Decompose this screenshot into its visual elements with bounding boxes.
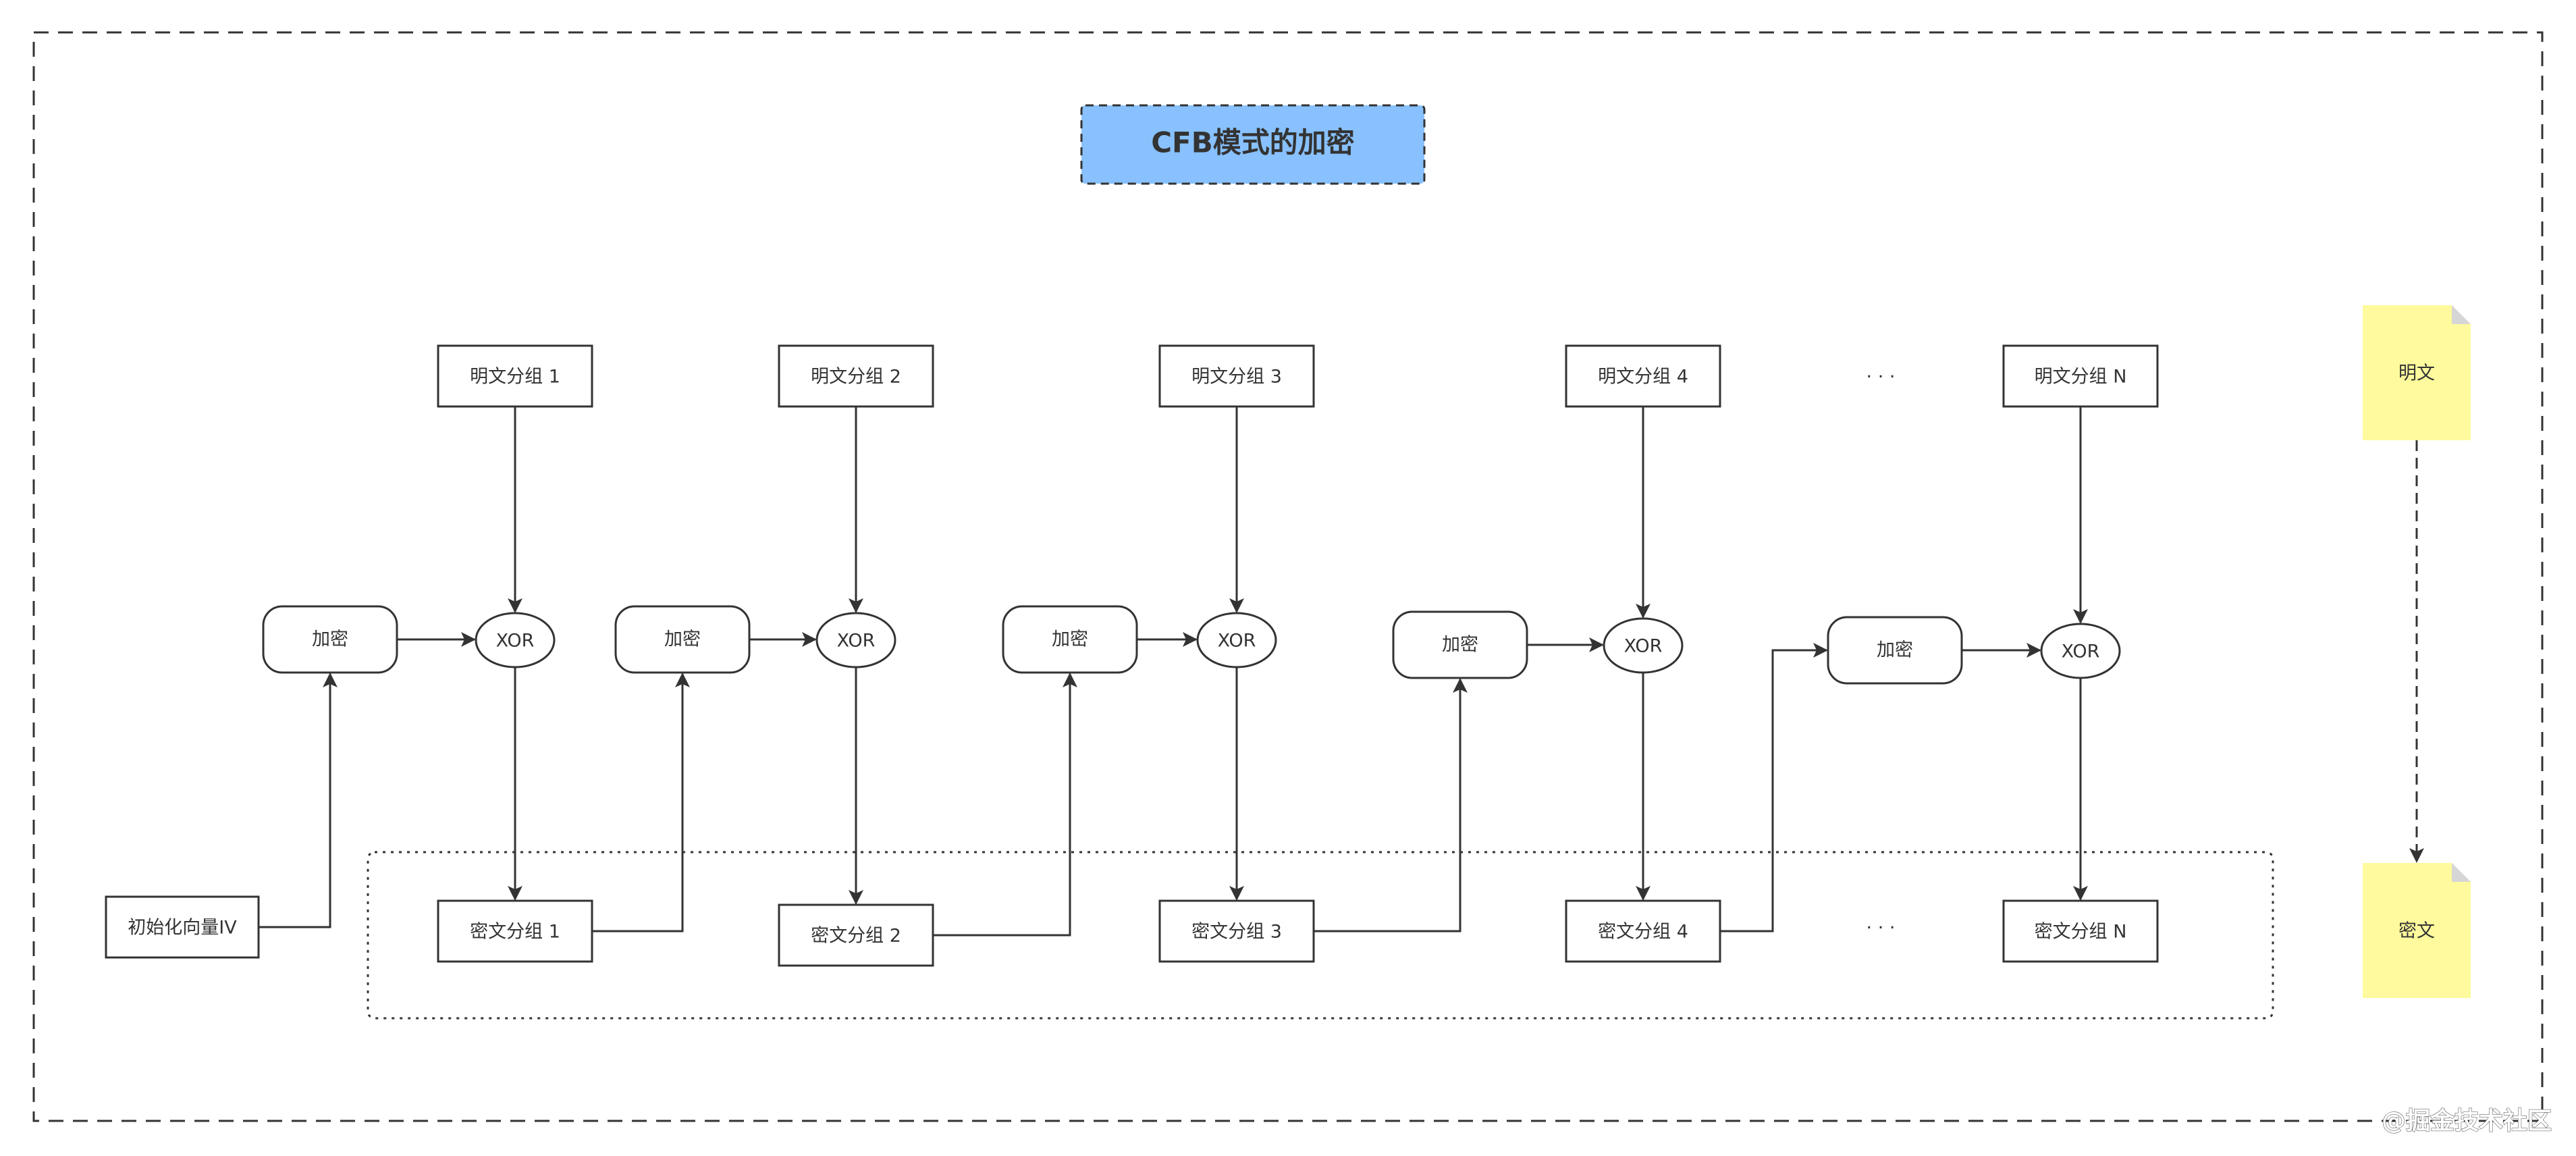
watermark: @掘金技术社区	[2382, 1107, 2552, 1135]
encrypt-label: 加密	[312, 629, 348, 650]
iv-block: 初始化向量IV	[105, 895, 260, 959]
plaintext-block-label: 明文分组 3	[1191, 367, 1282, 388]
ciphertext-block: 密文分组 4	[1565, 899, 1721, 963]
ciphertext-region	[367, 851, 2274, 1020]
ciphertext-block-label: 密文分组 1	[470, 922, 560, 943]
plaintext-block: 明文分组 4	[1565, 344, 1721, 408]
encrypt-label: 加密	[664, 629, 701, 650]
xor-label: XOR	[837, 631, 876, 652]
xor-node: XOR	[815, 612, 896, 668]
encrypt-label: 加密	[1052, 629, 1088, 650]
plaintext-block-label: 明文分组 4	[1598, 367, 1688, 388]
legend-label-plaintext: 明文	[2398, 363, 2435, 384]
ciphertext-block: 密文分组 1	[437, 899, 593, 963]
encrypt-label: 加密	[1877, 640, 1913, 661]
encrypt-label: 加密	[1442, 635, 1478, 656]
plaintext-block: 明文分组 2	[778, 344, 934, 408]
plaintext-block: 明文分组 1	[437, 344, 593, 408]
ciphertext-block-label: 密文分组 N	[2035, 922, 2127, 943]
encrypt-box: 加密	[1002, 605, 1138, 674]
xor-label: XOR	[1624, 636, 1663, 657]
xor-label: XOR	[2062, 641, 2100, 662]
legend-note-ciphertext: 密文	[2363, 863, 2471, 998]
ciphertext-block-label: 密文分组 3	[1191, 922, 1282, 943]
outer-frame	[32, 31, 2544, 1122]
title-box: CFB模式的加密	[1080, 104, 1426, 185]
ciphertext-block: 密文分组 3	[1158, 899, 1315, 963]
encrypt-box: 加密	[1827, 616, 1963, 685]
xor-node: XOR	[2040, 623, 2121, 679]
ciphertext-block-label: 密文分组 4	[1598, 922, 1688, 943]
plaintext-block: 明文分组 3	[1158, 344, 1315, 408]
ellipsis-bottom: · · ·	[1867, 918, 1896, 939]
plaintext-block-label: 明文分组 N	[2035, 367, 2127, 388]
ciphertext-block: 密文分组 N	[2002, 899, 2159, 963]
legend-label-ciphertext: 密文	[2398, 921, 2435, 942]
legend-note-plaintext: 明文	[2363, 305, 2471, 440]
xor-label: XOR	[1218, 631, 1256, 652]
xor-label: XOR	[496, 631, 535, 652]
encrypt-box: 加密	[614, 605, 751, 674]
encrypt-box: 加密	[1392, 610, 1528, 679]
connectors	[259, 406, 2088, 937]
xor-node: XOR	[1196, 612, 1277, 668]
ellipsis-top: · · ·	[1867, 367, 1896, 388]
plaintext-block-label: 明文分组 1	[470, 367, 560, 388]
ciphertext-block: 密文分组 2	[778, 903, 934, 967]
plaintext-block: 明文分组 N	[2002, 344, 2159, 408]
page-title: CFB模式的加密	[1151, 126, 1355, 159]
ciphertext-block-label: 密文分组 2	[811, 926, 901, 947]
xor-node: XOR	[1603, 617, 1684, 674]
iv-label: 初始化向量IV	[128, 918, 237, 939]
plaintext-block-label: 明文分组 2	[811, 367, 901, 388]
xor-node: XOR	[475, 612, 556, 668]
encrypt-box: 加密	[262, 605, 398, 674]
